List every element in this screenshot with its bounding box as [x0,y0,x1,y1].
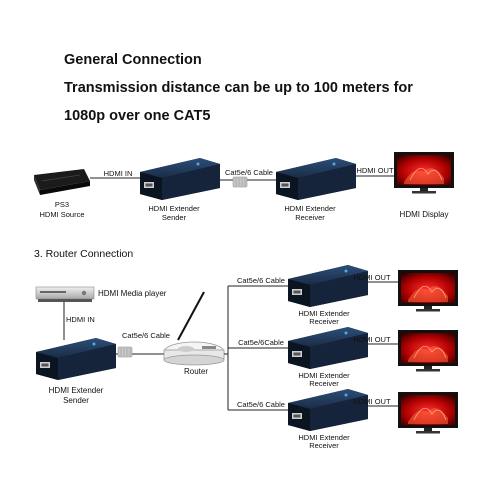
subtitle-line-1: Transmission distance can be up to 100 m… [64,80,413,96]
branch-3-receiver-line-1: HDMI Extender [298,433,350,442]
hdmi-source-label: HDMI Source [39,210,85,219]
router-sender-label-line-2: Sender [63,396,89,405]
cable-label: Cat5e/6 Cable [225,168,273,177]
router-display-1-icon [397,269,459,312]
router-sender-icon [36,338,116,380]
branch-2-receiver-line-1: HDMI Extender [298,371,350,380]
media-player-icon [35,286,95,302]
router-cable-label: Cat5e/6 Cable [122,331,170,340]
branch-1-hdmi-out-label: HDMI OUT [353,273,391,282]
hdmi-display-icon [393,151,455,194]
ps3-console-icon [34,169,90,195]
router-section-title: 3. Router Connection [34,248,134,260]
hdmi-extender-sender-icon [140,158,220,200]
sender-label-line-1: HDMI Extender [148,204,200,213]
branch-3-cable-label: Cat5e/6 Cable [237,400,285,409]
diagram-title: General Connection [64,52,202,68]
ps3-label: PS3 [54,200,70,209]
branch-2-hdmi-out-label: HDMI OUT [353,335,391,344]
hdmi-out-label: HDMI OUT [356,166,394,175]
hdmi-display-label: HDMI Display [399,210,449,219]
media-player-label: HDMI Media player [98,289,167,298]
router-hdmi-in-label: HDMI IN [66,315,95,324]
hdmi-extender-receiver-icon [276,158,356,200]
receiver-label-line-1: HDMI Extender [284,204,336,213]
router-sender-label-line-1: HDMI Extender [48,386,104,395]
branch-1-receiver-line-2: Receiver [309,317,339,326]
branch-1-receiver-line-1: HDMI Extender [298,309,350,318]
branch-2-cable-label: Cat5e/6Cable [238,338,284,347]
branch-3-receiver-line-2: Receiver [309,441,339,450]
sender-label-line-2: Sender [161,213,187,222]
router-receiver-3-icon [288,389,368,431]
router-label: Router [183,367,208,376]
branch-2-receiver-line-2: Receiver [309,379,339,388]
subtitle-line-2: 1080p over one CAT5 [64,108,211,124]
router-display-3-icon [397,391,459,434]
receiver-label-line-2: Receiver [295,213,325,222]
branch-1-cable-label: Cat5e/6 Cable [237,276,285,285]
router-display-2-icon [397,329,459,372]
branch-3-hdmi-out-label: HDMI OUT [353,397,391,406]
hdmi-in-label: HDMI IN [103,169,133,178]
router-receiver-1-icon [288,265,368,307]
router-receiver-2-icon [288,327,368,369]
router-icon [163,291,225,366]
